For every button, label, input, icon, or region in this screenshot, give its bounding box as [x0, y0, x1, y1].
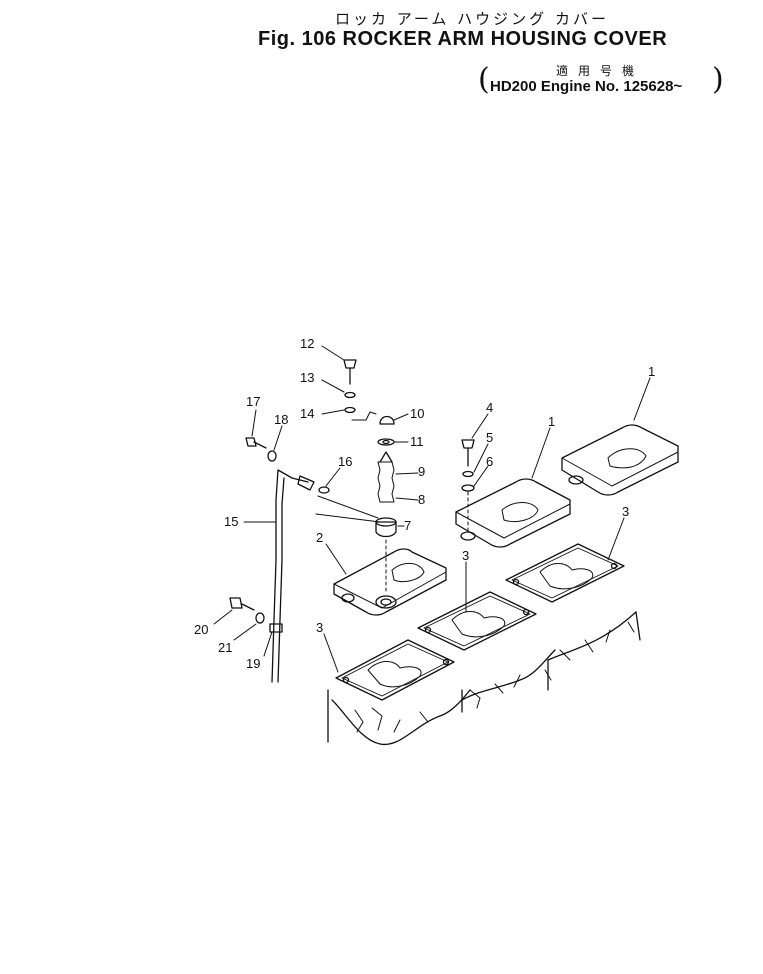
- cover-middle: [455, 478, 571, 548]
- callout-13: 13: [300, 370, 314, 385]
- callout-4: 4: [486, 400, 493, 415]
- applicability-label: HD200 Engine No. 125628~: [490, 78, 683, 95]
- callout-2: 2: [316, 530, 323, 545]
- callout-1b: 1: [548, 414, 555, 429]
- callout-3c: 3: [316, 620, 323, 635]
- cover-right: [561, 424, 679, 496]
- applicability-label-japanese: 適用号機: [556, 64, 645, 78]
- figure-title-japanese: ロッカ アーム ハウジング カバー: [335, 10, 609, 28]
- callout-15: 15: [224, 514, 238, 529]
- callout-19: 19: [246, 656, 260, 671]
- dipstick-tube: [229, 437, 330, 683]
- breather-assembly: [343, 359, 397, 593]
- callout-14: 14: [300, 406, 314, 421]
- callout-17: 17: [246, 394, 260, 409]
- callout-5: 5: [486, 430, 493, 445]
- callout-9: 9: [418, 464, 425, 479]
- callout-10: 10: [410, 406, 424, 421]
- cover-bolt-assembly: [461, 439, 475, 531]
- gasket-right: [505, 543, 625, 603]
- cover-with-breather: [333, 548, 447, 616]
- leader-lines: [213, 345, 651, 673]
- cylinder-head-block: [327, 611, 641, 746]
- callout-6: 6: [486, 454, 493, 469]
- callout-3b: 3: [462, 548, 469, 563]
- callout-3a: 3: [622, 504, 629, 519]
- gasket-left: [335, 639, 455, 701]
- close-paren: ): [712, 62, 724, 97]
- callout-12: 12: [300, 336, 314, 351]
- gasket-middle: [417, 591, 537, 651]
- callout-11: 11: [410, 434, 424, 449]
- callout-8: 8: [418, 492, 425, 507]
- callout-18: 18: [274, 412, 288, 427]
- figure-title: Fig. 106 ROCKER ARM HOUSING COVER: [258, 28, 668, 50]
- callout-21: 21: [218, 640, 232, 655]
- callout-7: 7: [404, 518, 411, 533]
- callout-16: 16: [338, 454, 352, 469]
- callout-1a: 1: [648, 364, 655, 379]
- callout-20: 20: [194, 622, 208, 637]
- open-paren: (: [478, 62, 490, 97]
